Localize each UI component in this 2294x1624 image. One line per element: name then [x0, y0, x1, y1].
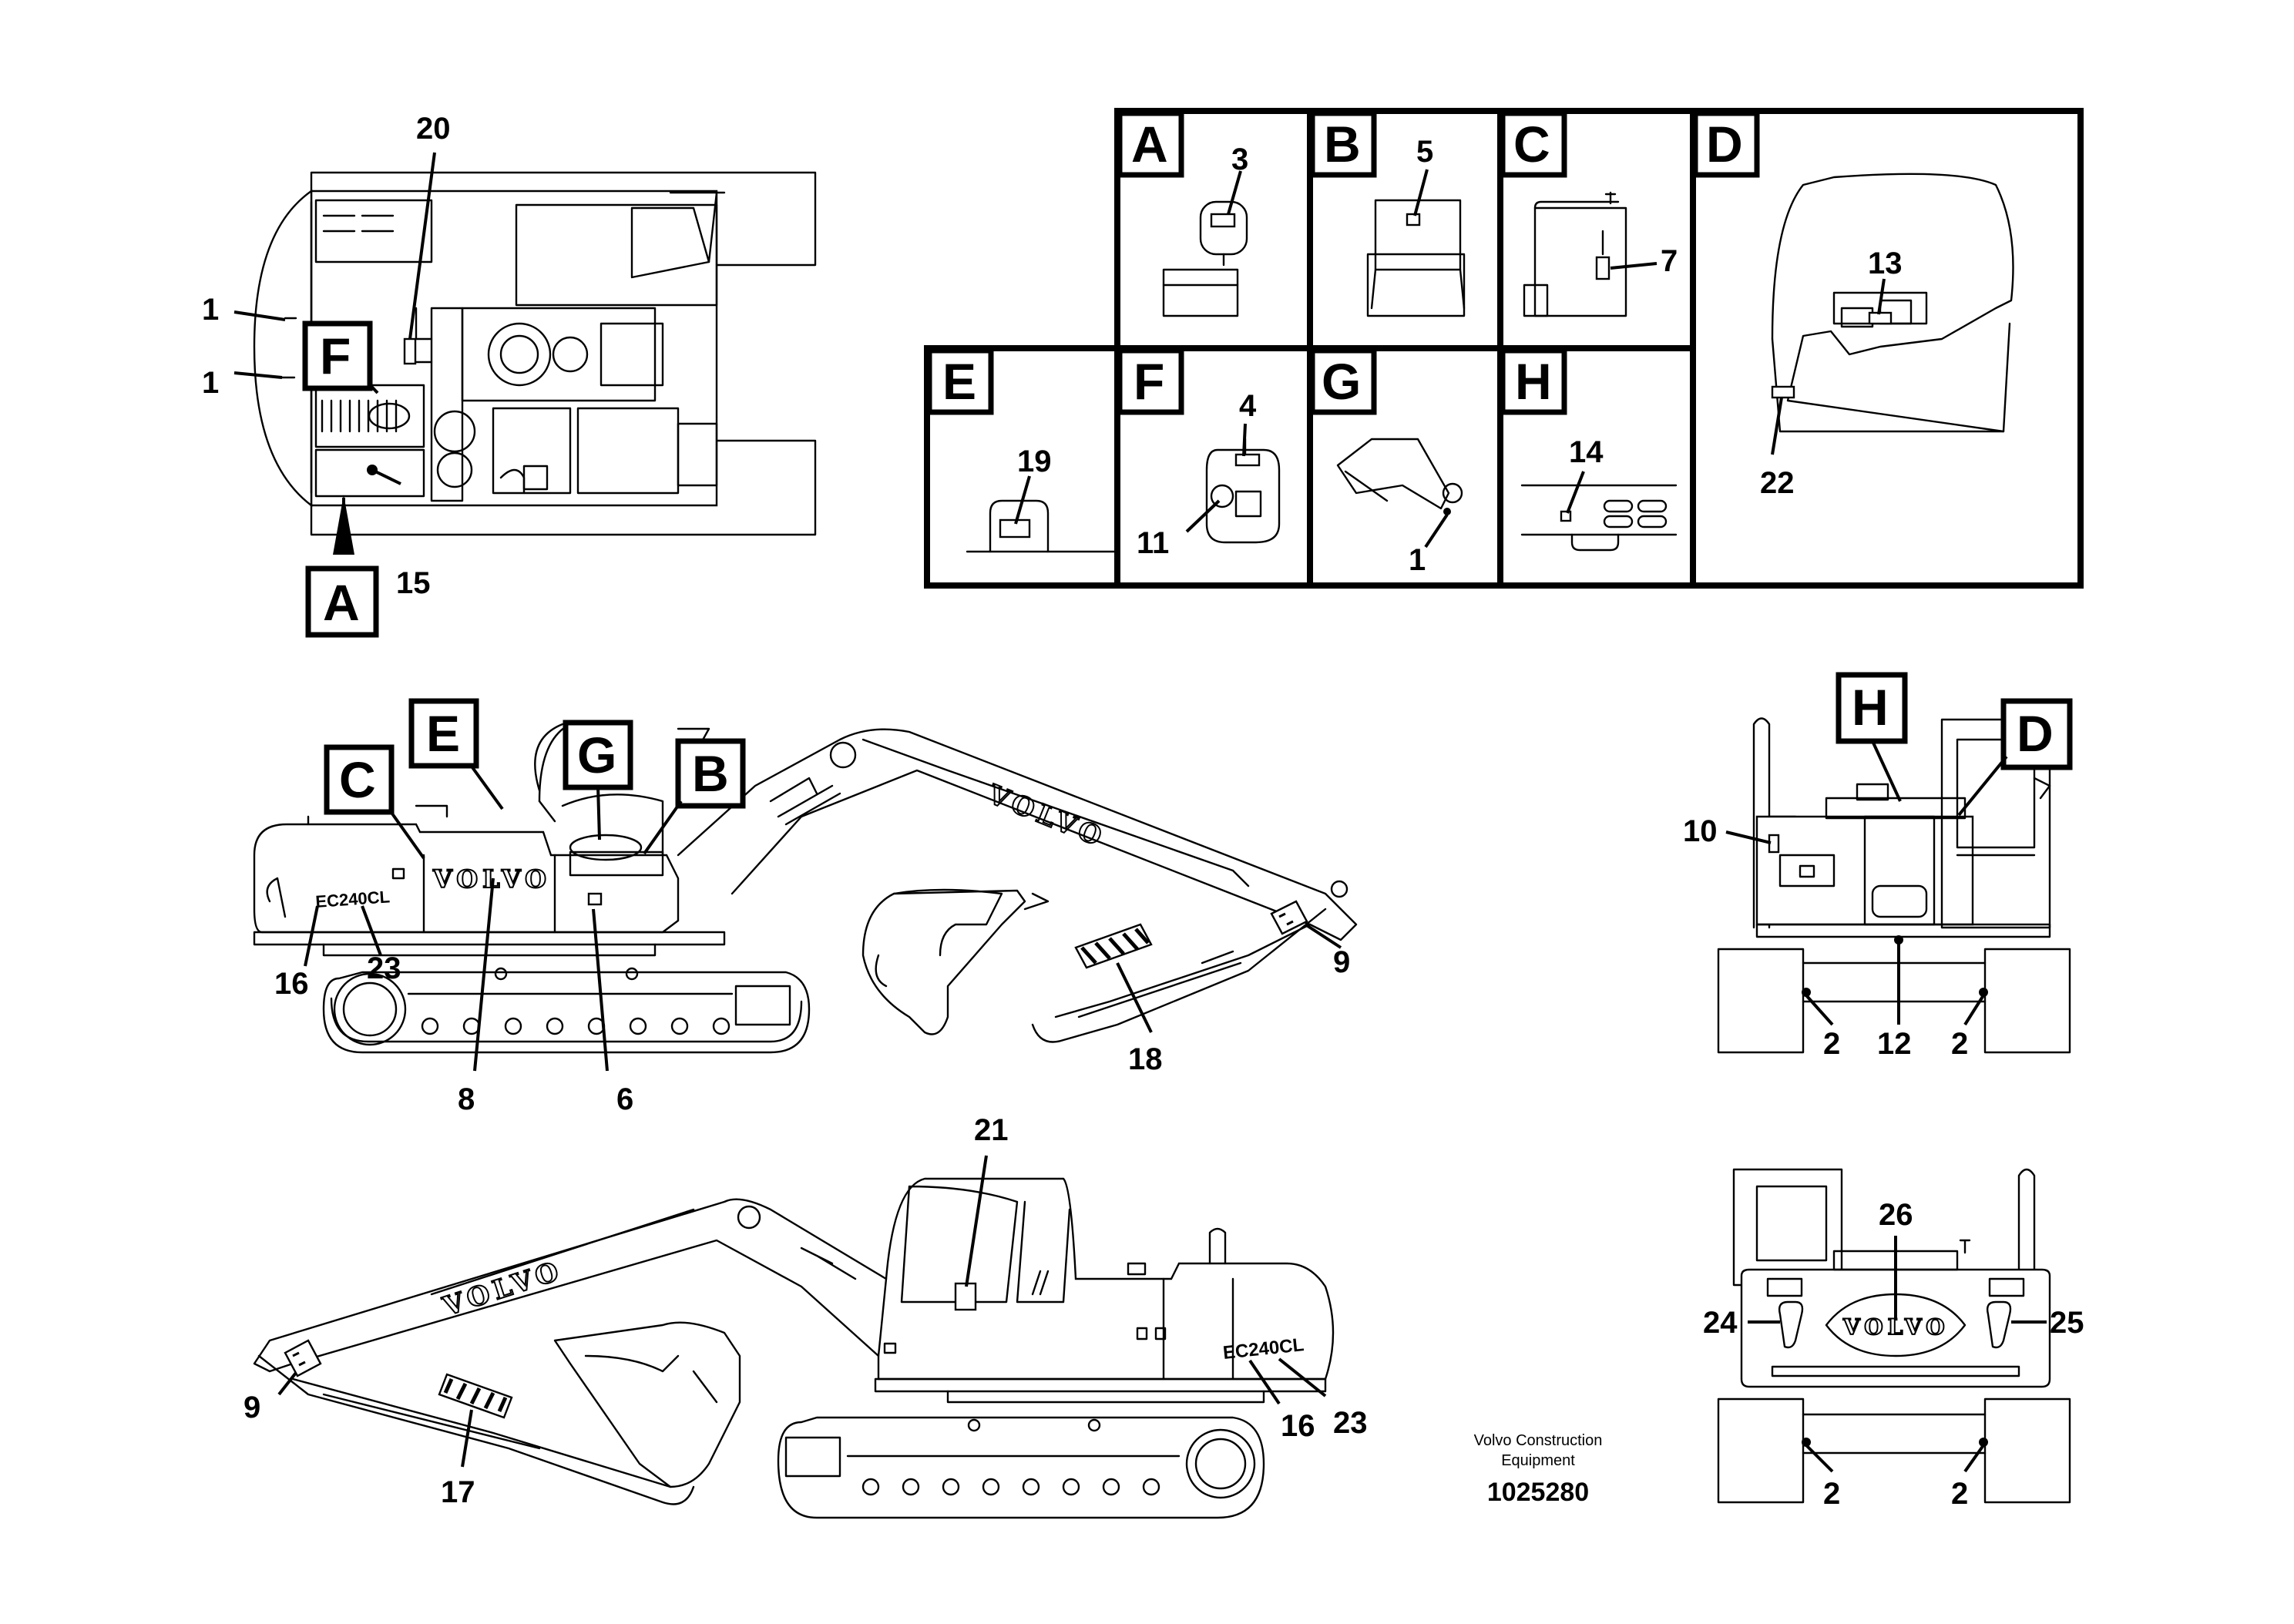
drawing-info: Volvo Construction Equipment 1025280 — [1474, 1432, 1603, 1507]
top-view: 20 1 1 15 F A — [202, 112, 817, 638]
view-letter-b: B — [692, 745, 729, 802]
panel-label-c: C — [1513, 116, 1550, 173]
callout-9-left: 9 — [1333, 945, 1350, 979]
panel-h-callout-14: 14 — [1569, 435, 1604, 469]
callout-24: 24 — [1703, 1306, 1738, 1340]
callout-9-right: 9 — [244, 1391, 260, 1424]
view-letter-e: E — [426, 705, 460, 762]
view-letter-c: C — [339, 751, 376, 808]
panel-e-callout-19: 19 — [1017, 445, 1052, 478]
panel-c-callout-7: 7 — [1661, 244, 1678, 278]
panel-label-a: A — [1131, 116, 1168, 173]
panel-g-callout-1: 1 — [1409, 543, 1426, 577]
callout-6: 6 — [616, 1082, 633, 1116]
rear-view: VOLVO 26 24 25 2 2 — [1703, 1168, 2084, 1511]
publisher-line2: Equipment — [1501, 1452, 1575, 1469]
view-letter-f-top: F — [320, 327, 351, 384]
callout-18: 18 — [1128, 1042, 1163, 1076]
callout-20: 20 — [416, 112, 451, 146]
callout-23-left: 23 — [367, 951, 401, 985]
callout-2-front-right: 2 — [1951, 1027, 1968, 1061]
view-letter-g: G — [577, 726, 616, 783]
callout-12: 12 — [1877, 1027, 1912, 1061]
publisher-line1: Volvo Construction — [1474, 1432, 1603, 1449]
panel-f-callout-11: 11 — [1137, 526, 1169, 560]
callout-16-left: 16 — [274, 967, 309, 1001]
front-view: H D 10 2 12 2 — [1683, 672, 2073, 1061]
brand-text-left: VOLVO — [432, 864, 551, 894]
panel-label-h: H — [1515, 353, 1552, 410]
callout-1b: 1 — [202, 366, 219, 400]
callout-15: 15 — [396, 566, 431, 600]
panel-d-callout-13: 13 — [1868, 247, 1903, 280]
brand-text-rear: VOLVO — [1842, 1314, 1950, 1340]
callout-1a: 1 — [202, 293, 219, 327]
left-side-view: VOLVO EC240CL VOLVO C E G B 16 23 8 6 18… — [253, 698, 1358, 1116]
callout-26: 26 — [1879, 1198, 1913, 1232]
view-letter-h: H — [1852, 679, 1889, 736]
panel-d-callout-22: 22 — [1760, 466, 1795, 500]
callout-2-rear-left: 2 — [1823, 1477, 1840, 1511]
panel-label-f: F — [1134, 353, 1164, 410]
brand-text-right-boom: VOLVO — [438, 1255, 566, 1323]
callout-2-front-left: 2 — [1823, 1027, 1840, 1061]
callout-21: 21 — [974, 1113, 1009, 1147]
callout-2-rear-right: 2 — [1951, 1477, 1968, 1511]
callout-23-right: 23 — [1333, 1406, 1368, 1440]
right-side-view: EC240CL VOLVO 21 9 17 16 23 — [244, 1113, 1368, 1519]
panel-b-callout-5: 5 — [1416, 135, 1433, 169]
panel-label-d: D — [1706, 116, 1743, 173]
callout-16-right: 16 — [1281, 1409, 1315, 1443]
callout-10: 10 — [1683, 814, 1718, 848]
brand-text-left-boom: VOLVO — [983, 779, 1110, 854]
drawing-number: 1025280 — [1487, 1478, 1589, 1507]
panel-a-callout-3: 3 — [1231, 143, 1248, 176]
panel-label-b: B — [1324, 116, 1361, 173]
view-letter-a-top: A — [323, 574, 360, 631]
detail-panels: A B C D E F G H 3 5 7 13 22 — [924, 108, 2084, 589]
callout-8: 8 — [458, 1082, 475, 1116]
callout-17: 17 — [441, 1475, 475, 1509]
callout-25: 25 — [2050, 1306, 2084, 1340]
panel-label-e: E — [942, 353, 976, 410]
panel-f-callout-4: 4 — [1239, 389, 1257, 423]
panel-label-g: G — [1322, 353, 1361, 410]
view-letter-d: D — [2017, 705, 2054, 762]
